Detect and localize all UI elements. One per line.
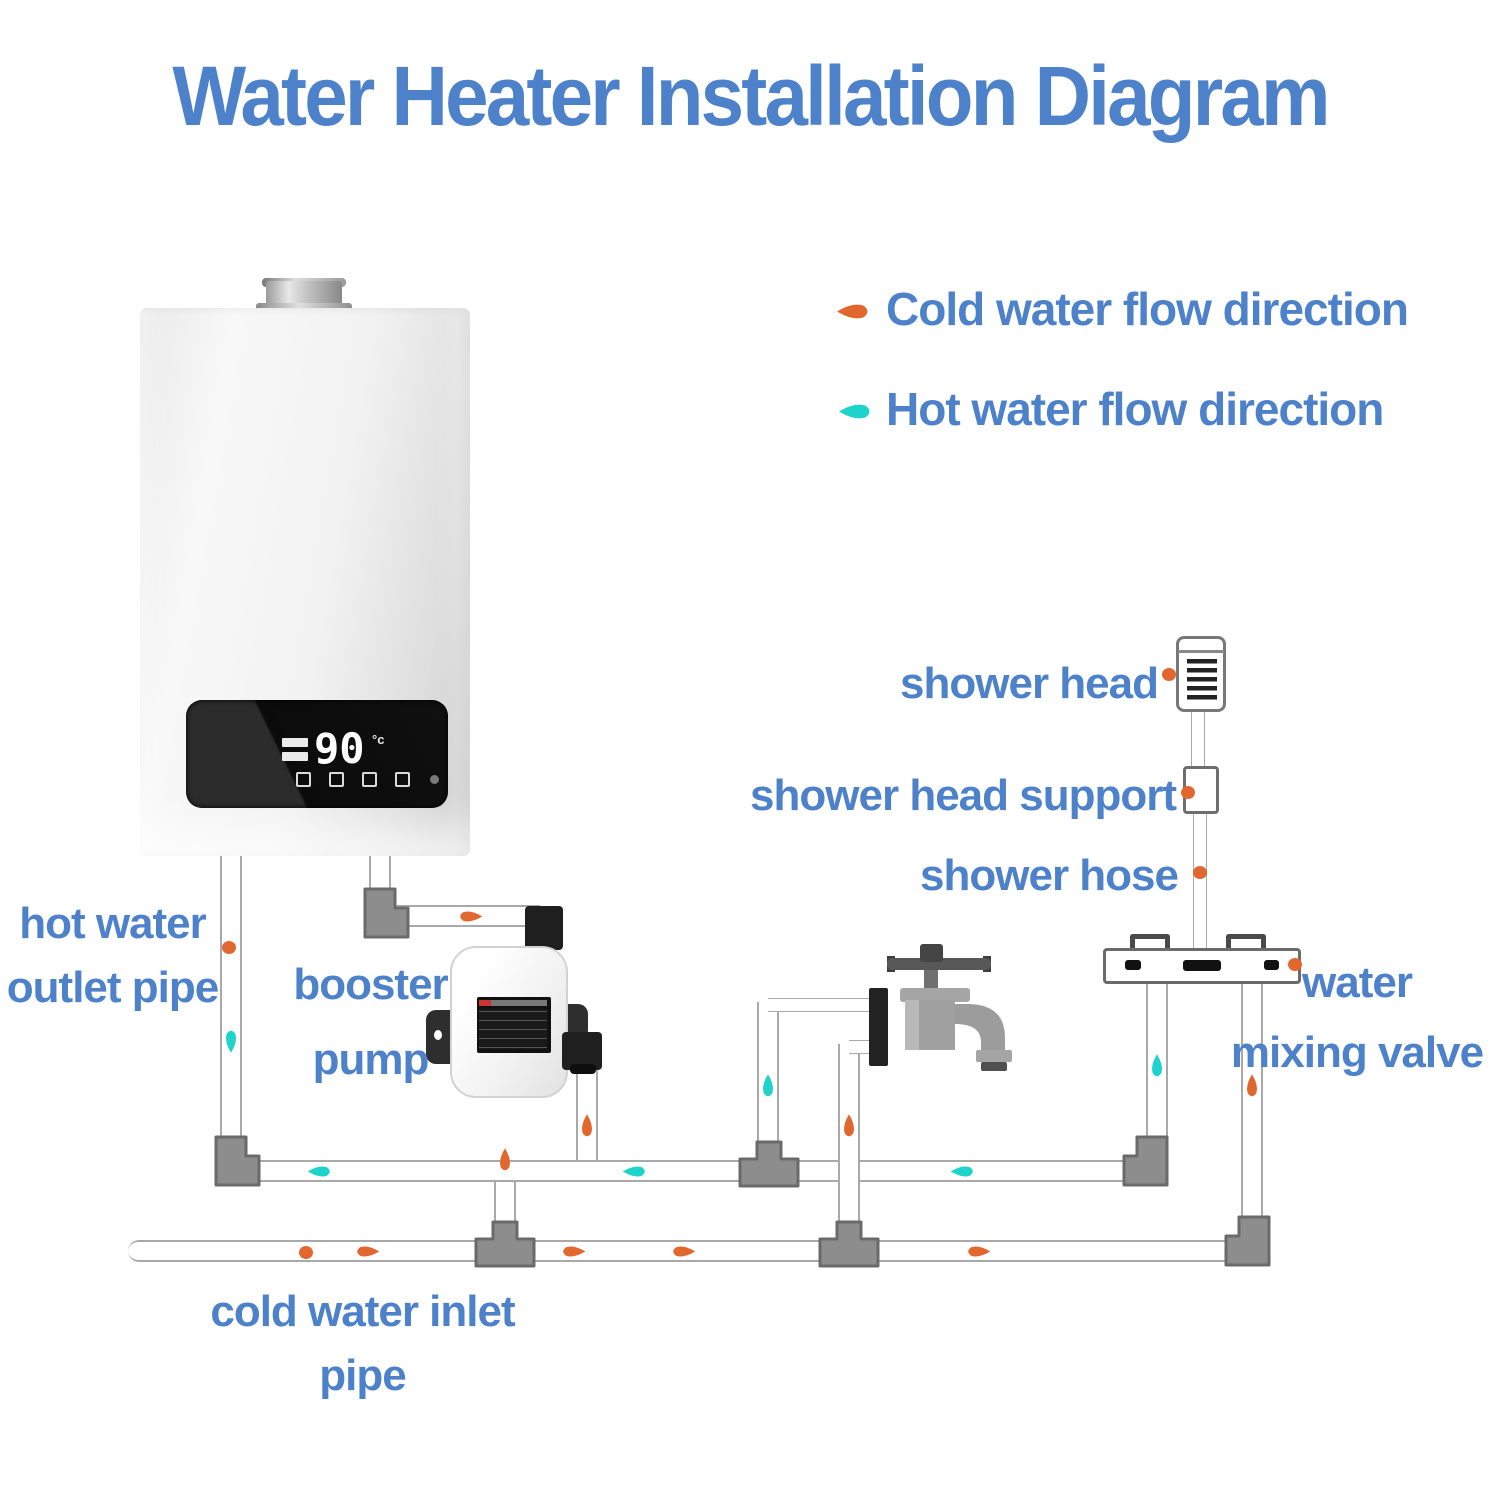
hot-water-main-pipe xyxy=(240,1160,1130,1182)
label-shower-hose: shower hose xyxy=(920,851,1179,900)
cold-flow-arrow-icon xyxy=(581,1114,594,1140)
label-leader-dot xyxy=(1181,786,1195,799)
label-water-mixing-valve: water mixing valve xyxy=(1230,958,1484,1077)
cold-riser-to-pump-branch xyxy=(494,1168,516,1228)
label-shower-head-support: shower head support xyxy=(750,771,1177,820)
display-power-icon[interactable] xyxy=(430,775,439,784)
tee-fitting xyxy=(474,1220,536,1268)
valve-cold-inlet-pipe xyxy=(1241,980,1263,1220)
shower-hose xyxy=(1193,810,1207,952)
label-booster-pump: booster pump xyxy=(293,960,448,1084)
display-segment xyxy=(282,752,308,761)
hot-flow-arrow-icon xyxy=(762,1074,775,1100)
pump-outlet-connector xyxy=(562,1032,602,1070)
display-icon[interactable] xyxy=(362,772,377,787)
shower-handle xyxy=(1191,708,1205,770)
cold-flow-arrow-icon xyxy=(1246,1074,1259,1100)
display-temperature: 90 xyxy=(314,724,365,773)
faucet-cold-stub xyxy=(849,1040,873,1054)
cold-water-heater-inlet-pipe xyxy=(369,852,391,898)
legend-hot-label: Hot water flow direction xyxy=(886,383,1384,435)
cold-flow-arrow-icon xyxy=(670,1245,696,1258)
cold-flow-arrow-icon xyxy=(354,1245,380,1258)
hot-flow-arrow-icon xyxy=(225,1028,238,1054)
valve-handle[interactable] xyxy=(1130,934,1170,950)
label-leader-dot xyxy=(1193,866,1207,879)
display-segment xyxy=(282,738,308,747)
display-icon[interactable] xyxy=(329,772,344,787)
hot-flow-arrow-icon xyxy=(1151,1054,1164,1080)
pump-outlet-collar xyxy=(570,1064,596,1074)
label-leader-dot xyxy=(1162,668,1176,681)
cold-flow-arrow-icon xyxy=(457,910,483,923)
cold-flow-arrow-icon xyxy=(560,1245,586,1258)
hot-flow-arrow-icon xyxy=(307,1165,333,1178)
valve-mark xyxy=(1183,960,1221,971)
hot-line-to-faucet xyxy=(768,998,872,1012)
cold-flow-arrow-icon xyxy=(499,1148,512,1174)
pump-spec-label xyxy=(477,997,551,1053)
elbow-fitting xyxy=(214,1135,261,1187)
cold-flow-arrow-icon xyxy=(836,303,872,320)
shower-head-nozzles xyxy=(1187,659,1217,701)
pump-inlet-connector xyxy=(525,906,563,950)
elbow-fitting xyxy=(363,887,410,939)
cold-flow-arrow-icon xyxy=(965,1245,991,1258)
heater-vent-base xyxy=(256,303,352,312)
valve-mark xyxy=(1125,960,1141,970)
label-hot-water-outlet-pipe: hot water outlet pipe xyxy=(6,899,219,1012)
hot-flow-arrow-icon xyxy=(622,1165,648,1178)
valve-handle[interactable] xyxy=(1226,934,1266,950)
legend-cold-label: Cold water flow direction xyxy=(886,283,1409,335)
display-unit: °c xyxy=(372,732,385,747)
valve-mark xyxy=(1264,960,1279,970)
tee-fitting xyxy=(738,1140,800,1188)
display-icon[interactable] xyxy=(296,772,311,787)
cold-flow-arrow-icon xyxy=(843,1114,856,1140)
tee-fitting xyxy=(818,1220,880,1268)
faucet[interactable] xyxy=(866,936,1036,1086)
hot-flow-arrow-icon xyxy=(838,403,874,420)
shower-head-cap xyxy=(1178,650,1224,653)
label-shower-head: shower head xyxy=(900,659,1159,708)
label-cold-water-inlet-pipe: cold water inlet pipe xyxy=(210,1287,515,1400)
display-icon[interactable] xyxy=(395,772,410,787)
label-leader-dot xyxy=(299,1246,313,1259)
heater-display-panel: 90 °c xyxy=(186,700,448,808)
elbow-fitting xyxy=(1224,1215,1271,1267)
elbow-fitting xyxy=(1122,1135,1169,1187)
hot-flow-arrow-icon xyxy=(950,1165,976,1178)
page-title: Water Heater Installation Diagram xyxy=(172,49,1330,143)
pump-ear-hole xyxy=(434,1030,442,1040)
hot-water-outlet-pipe xyxy=(220,852,242,1142)
label-leader-dot xyxy=(1288,958,1302,971)
label-leader-dot xyxy=(222,941,236,954)
